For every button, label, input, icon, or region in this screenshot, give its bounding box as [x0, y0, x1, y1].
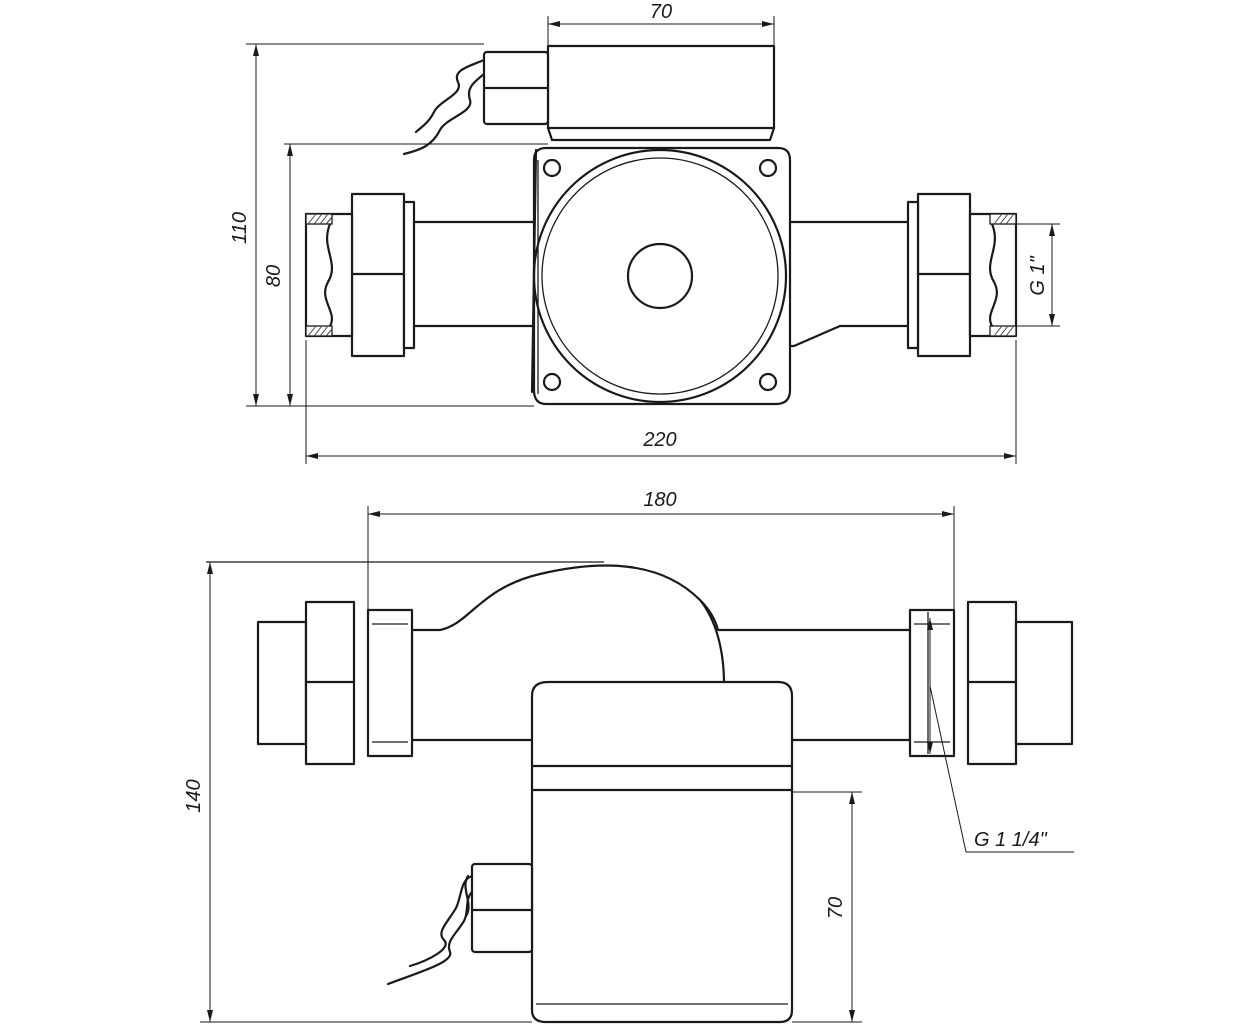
dimension-label: 110 — [229, 212, 251, 244]
dimension-label: 80 — [263, 265, 285, 287]
dimension-label: 180 — [643, 489, 676, 511]
dimension-label: 140 — [183, 779, 205, 812]
dimension-body-length: 180 — [367, 489, 955, 610]
right-union-nut — [906, 192, 1018, 358]
dimension-total-length: 220 — [305, 340, 1017, 464]
dimension-body-height: 80 — [263, 143, 548, 406]
thread-label: G 1 1/4" — [974, 829, 1048, 851]
dimension-label: 70 — [650, 1, 672, 23]
dimension-top-total-height: 140 — [183, 562, 532, 1023]
motor-body — [530, 680, 794, 1024]
front-pipe — [410, 220, 912, 348]
dimension-motor-width: 70 — [547, 1, 775, 46]
thread-label: G 1" — [1027, 255, 1049, 295]
dimension-label: 70 — [825, 897, 847, 919]
dimension-total-height: 110 — [229, 43, 534, 407]
left-union-top — [256, 600, 414, 766]
pump-housing — [530, 146, 792, 406]
terminal-box — [402, 44, 776, 156]
dimension-inlet-thread: G 1" — [1016, 223, 1060, 327]
dimension-motor-depth: 70 — [792, 791, 862, 1023]
top-view: 180 140 70 G 1 1/4" — [183, 489, 1074, 1024]
dimension-label: 220 — [642, 429, 676, 451]
left-union-nut — [304, 192, 416, 358]
dimension-union-thread: G 1 1/4" — [927, 618, 1074, 853]
front-view: 70 110 80 220 G 1" — [229, 1, 1060, 464]
cable-gland — [386, 862, 534, 986]
right-union-top — [908, 600, 1074, 766]
